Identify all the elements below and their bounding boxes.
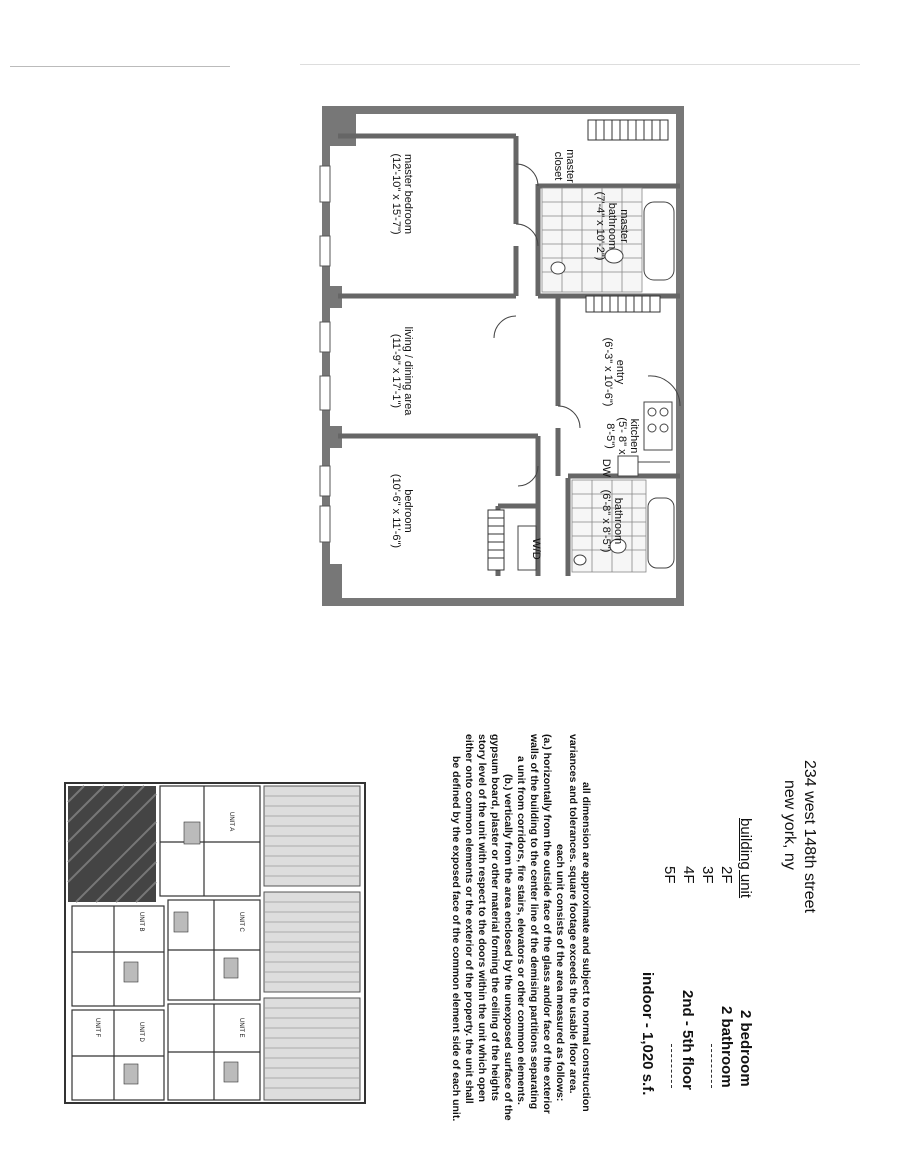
closet-shelving: [487, 119, 669, 571]
kitchen-dw-label: DW: [600, 458, 612, 478]
key-plan-label-c: UNIT C: [238, 912, 244, 932]
column: [322, 564, 342, 606]
key-plan: UNIT A UNIT B UNIT C UNIT D UNIT E UNIT …: [64, 782, 366, 1104]
key-plan-label-d: UNIT D: [138, 1022, 144, 1042]
column: [322, 426, 342, 448]
room-master-bathroom: master bathroom (7'-4" x 10'-2"): [594, 191, 630, 261]
divider-1: [711, 1044, 712, 1088]
scan-smudge: [300, 64, 860, 65]
key-plan-brick-walls: [263, 785, 361, 1101]
room-master-closet: master closet: [552, 149, 576, 183]
windows: [319, 165, 331, 543]
divider-2: [671, 1044, 672, 1088]
master-bathtub: [643, 201, 675, 281]
unit-3f: 3F: [699, 866, 716, 884]
unit-5f: 5F: [661, 866, 678, 884]
master-sink: [550, 261, 566, 275]
column: [322, 286, 342, 308]
key-plan-hatched-area: [67, 785, 157, 903]
bathtub: [647, 497, 675, 569]
washer-dryer: [517, 525, 537, 571]
toilet: [609, 538, 627, 554]
room-bedroom: bedroom (10'-6" x 11'-6"): [390, 473, 414, 549]
unit-2f: 2F: [718, 866, 735, 884]
address-line-2: new york, ny: [781, 780, 798, 870]
summary-bedrooms: 2 bedroom: [737, 1010, 754, 1087]
unit-4f: 4F: [680, 866, 697, 884]
summary-bathrooms: 2 bathroom: [718, 1006, 735, 1088]
address-line-1: 234 west 148th street: [801, 760, 818, 913]
wd-label: W/D: [530, 538, 542, 560]
master-bath-tile: [541, 187, 643, 293]
key-plan-drawing: [64, 782, 366, 1104]
door-swings: [493, 163, 681, 487]
key-plan-fixtures: [123, 821, 239, 1085]
building-unit-heading: building unit: [737, 818, 754, 899]
room-master-bedroom: master bedroom (12'-10" x 15'-7"): [390, 153, 414, 235]
room-entry: entry (6'-3" x 10'-6"): [602, 337, 626, 407]
key-plan-label-b: UNIT B: [138, 912, 144, 932]
floor-plan-drawing: [319, 106, 684, 606]
sink: [573, 554, 587, 566]
key-plan-units: [71, 785, 261, 1101]
key-plan-label-e: UNIT E: [238, 1018, 244, 1038]
key-plan-label-a: UNIT A: [228, 812, 234, 832]
summary-floors: 2nd - 5th floor: [679, 990, 696, 1090]
room-bathroom: bathroom (6'-8" x 8'-5"): [600, 489, 624, 553]
kitchen-appliances: [617, 401, 673, 477]
master-toilet: [604, 248, 624, 264]
floor-plan: master bedroom (12'-10" x 15'-7") master…: [318, 106, 688, 606]
disclaimer-notes: all dimension are approximate and subjec…: [450, 734, 592, 1122]
column: [322, 106, 356, 146]
summary-area: indoor - 1,020 s.f.: [639, 972, 656, 1096]
key-plan-label-f: UNIT F: [94, 1018, 100, 1038]
room-living-dining: living / dining area (11'-9" x 17'-1"): [390, 326, 414, 416]
scan-smudge: [10, 66, 230, 67]
